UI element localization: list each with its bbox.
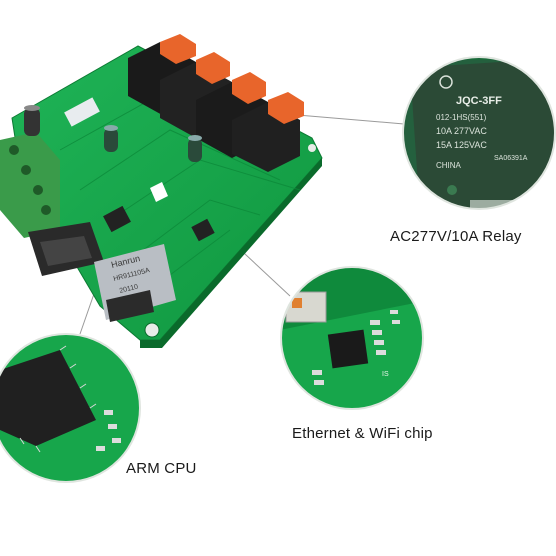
mounting-hole [144,322,160,338]
relay-brand: JQC-3FF [456,95,502,107]
terminal-block [0,132,60,238]
cpu-chip-small [103,205,131,233]
ethernet-wifi-caption: Ethernet & WiFi chip [292,425,433,442]
relay-block [128,34,304,172]
relay-rating-2: 15A 125VAC [436,140,487,150]
cpu-caption: ARM CPU [126,460,197,477]
logo-mark [150,182,168,202]
relay-origin: CHINA [436,161,462,170]
serial-port [28,222,104,276]
relay-rating-1: 10A 277VAC [436,126,487,136]
relay-caption: AC277V/10A Relay [390,228,522,245]
rj45-code: 20110 [119,284,139,295]
capacitor [24,105,202,162]
ethernet-label: IS [382,371,389,378]
sticker [64,97,100,127]
rj45-port: Hanrun HR911105A 20110 [94,244,176,322]
mounting-hole [308,144,316,152]
ethernet-closeup: IS [281,267,423,409]
ethernet-chip-small [191,218,215,242]
cpu-closeup [0,334,140,482]
relay-closeup: JQC-3FF 012-1HS(551) 10A 277VAC 15A 125V… [403,57,555,209]
relay-part: 012-1HS(551) [436,113,487,122]
relay-code: SA06391A [494,155,528,162]
